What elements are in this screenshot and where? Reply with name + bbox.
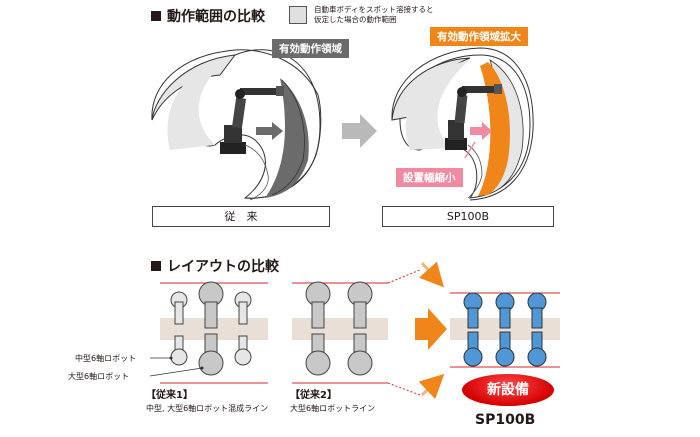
range-diagram-conventional <box>151 49 322 201</box>
new-equipment-badge: 新設備 <box>462 374 554 406</box>
case1-title: 【従来1】 <box>146 390 193 401</box>
case1-desc: 中型, 大型6軸ロボット混成ライン <box>146 404 269 413</box>
heading-square-icon <box>151 11 161 21</box>
section2-heading: レイアウトの比較 <box>151 256 279 276</box>
tag-reduced-width: 設置幅縮小 <box>396 168 463 187</box>
label-large-robot: 大型6軸ロボット <box>68 372 130 381</box>
tag-effective-range: 有効動作領域 <box>272 39 349 58</box>
layout-case2 <box>292 281 388 384</box>
layout-case1 <box>149 281 268 384</box>
label-conventional: 従 来 <box>152 206 330 227</box>
tag-expanded-range: 有効動作領域拡大 <box>430 27 528 46</box>
case2-title: 【従来2】 <box>290 390 337 401</box>
transition-arrow <box>342 114 377 148</box>
layout-sp100b-label: SP100B <box>475 412 536 428</box>
label-sp100b: SP100B <box>382 206 554 227</box>
label-mid-robot: 中型6軸ロボット <box>75 354 137 363</box>
legend-text: 自動車ボディをスポット溶接すると 仮定した場合の動作範囲 <box>314 5 434 24</box>
section1-heading: 動作範囲の比較 <box>151 6 265 26</box>
heading-square-icon <box>151 261 161 271</box>
legend-swatch <box>289 6 307 24</box>
case2-desc: 大型6軸ロボットライン <box>290 404 376 413</box>
layout-sp100b <box>450 292 560 368</box>
range-diagram-sp100b <box>391 47 534 201</box>
